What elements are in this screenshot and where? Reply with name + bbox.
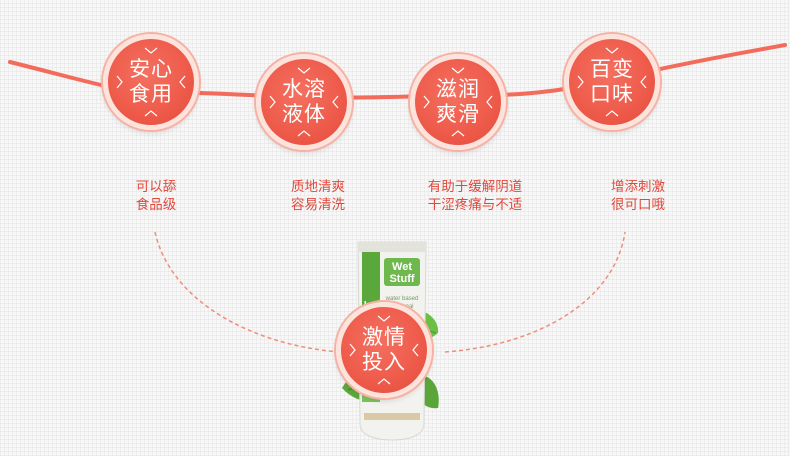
product-subtitle-text: water based — [385, 296, 419, 302]
dashed-arc — [444, 231, 626, 353]
badge-title-line: 液体 — [282, 102, 326, 126]
badge-title-line: 口味 — [590, 82, 634, 106]
feature-desc-water: 质地清爽 容易清洗 — [258, 178, 378, 214]
badge-title-line: 投入 — [362, 350, 406, 374]
product-brand-text: Stuff — [389, 273, 414, 285]
feature-badge-moist: 滋润 爽滑 — [410, 54, 506, 150]
desc-line: 食品级 — [135, 197, 177, 213]
feature-badge-flavor: 百变 口味 — [564, 34, 660, 130]
badge-title-line: 激情 — [362, 325, 406, 349]
feature-badge-safe: 安心 食用 — [103, 34, 199, 130]
desc-line: 可以舔 — [135, 179, 177, 195]
desc-line: 干涩疼痛与不适 — [427, 197, 523, 213]
desc-line: 容易清洗 — [291, 197, 345, 213]
desc-line: 增添刺激 — [611, 179, 665, 195]
badge-title-line: 水溶 — [282, 77, 326, 101]
badge-title-line: 爽滑 — [436, 102, 480, 126]
feature-desc-safe: 可以舔 食品级 — [96, 178, 216, 214]
dashed-arc — [154, 231, 341, 353]
product-brand-text: Wet — [392, 261, 412, 273]
desc-line: 有助于缓解阴道 — [427, 179, 523, 195]
feature-desc-moist: 有助于缓解阴道 干涩疼痛与不适 — [405, 178, 545, 214]
badge-title-line: 食用 — [129, 82, 173, 106]
badge-title-line: 滋润 — [436, 77, 480, 101]
desc-line: 质地清爽 — [291, 179, 345, 195]
badge-title-line: 安心 — [129, 57, 173, 81]
feature-badge-water: 水溶 液体 — [256, 54, 352, 150]
feature-desc-flavor: 增添刺激 很可口哦 — [578, 178, 698, 214]
desc-line: 很可口哦 — [611, 197, 665, 213]
center-badge-passion: 激情 投入 — [336, 302, 432, 398]
badge-title-line: 百变 — [590, 57, 634, 81]
